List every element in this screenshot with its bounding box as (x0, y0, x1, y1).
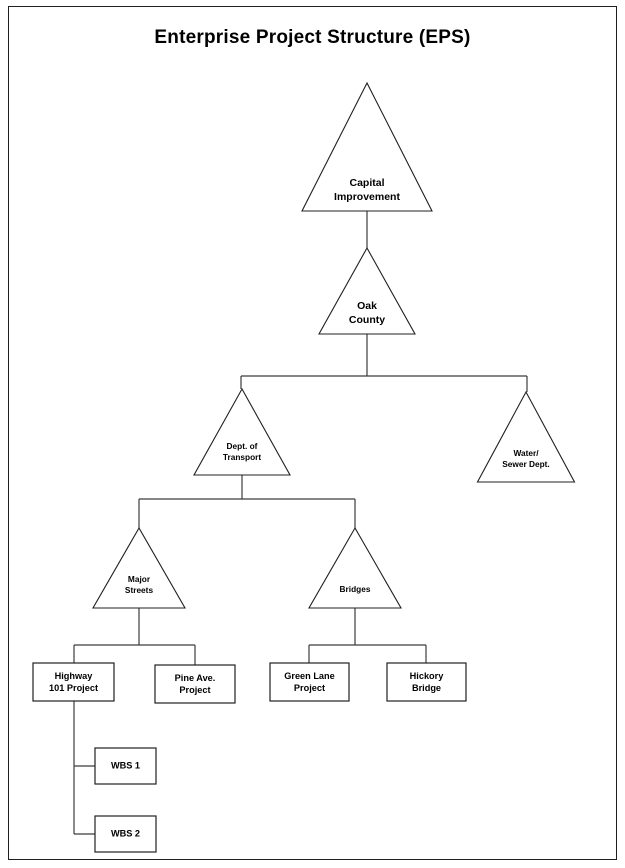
node-label-hickory-bridge: Hickory (410, 671, 445, 681)
node-water-sewer-dept[interactable]: Water/Sewer Dept. (476, 390, 576, 483)
triangle-shape-oak-county (318, 246, 416, 335)
node-label-green-lane-project: Green Lane (284, 671, 335, 681)
triangle-shape-bridges (308, 526, 402, 609)
node-label-dept-of-transport: Transport (223, 452, 262, 462)
node-label-wbs-1: WBS 1 (111, 760, 140, 770)
node-label-pine-ave-project: Pine Ave. (175, 673, 216, 683)
box-shape-highway-101-project (32, 662, 115, 702)
node-highway-101-project[interactable]: Highway 101 Project (32, 662, 115, 702)
node-label-water-sewer-dept: Water/ (513, 448, 539, 458)
node-label-water-sewer-dept: Sewer Dept. (502, 459, 550, 469)
node-pine-ave-project[interactable]: Pine Ave. Project (154, 664, 236, 704)
connector-layer (73, 211, 528, 835)
node-label-hickory-bridge: Bridge (412, 683, 441, 693)
node-label-oak-county: County (349, 314, 385, 326)
node-label-highway-101-project: 101 Project (49, 683, 98, 693)
node-wbs-1[interactable]: WBS 1 (94, 747, 157, 785)
page-title: Enterprise Project Structure (EPS) (154, 27, 471, 48)
box-shape-pine-ave-project (154, 664, 236, 704)
node-label-oak-county: Oak (357, 300, 377, 312)
triangle-shape-major-streets (92, 526, 186, 609)
node-label-capital-improvement: Improvement (334, 191, 400, 203)
triangle-shape-dept-of-transport (193, 387, 291, 476)
node-label-pine-ave-project: Project (179, 685, 210, 695)
node-label-major-streets: Major (128, 574, 151, 584)
node-wbs-2[interactable]: WBS 2 (94, 815, 157, 853)
box-shape-wbs-1 (94, 747, 157, 785)
triangle-shape-water-sewer-dept (476, 390, 576, 483)
node-label-bridges: Bridges (340, 584, 371, 594)
box-shape-hickory-bridge (386, 662, 467, 702)
node-label-wbs-2: WBS 2 (111, 828, 140, 838)
box-shape-wbs-2 (94, 815, 157, 853)
box-shape-green-lane-project (269, 662, 350, 702)
node-label-highway-101-project: Highway (55, 671, 94, 681)
node-label-dept-of-transport: Dept. of (227, 441, 258, 451)
node-bridges[interactable]: Bridges (308, 526, 402, 609)
node-label-capital-improvement: Capital (349, 177, 384, 189)
triangle-shape-capital-improvement (301, 81, 433, 212)
node-label-major-streets: Streets (125, 585, 154, 595)
node-label-green-lane-project: Project (294, 683, 325, 693)
